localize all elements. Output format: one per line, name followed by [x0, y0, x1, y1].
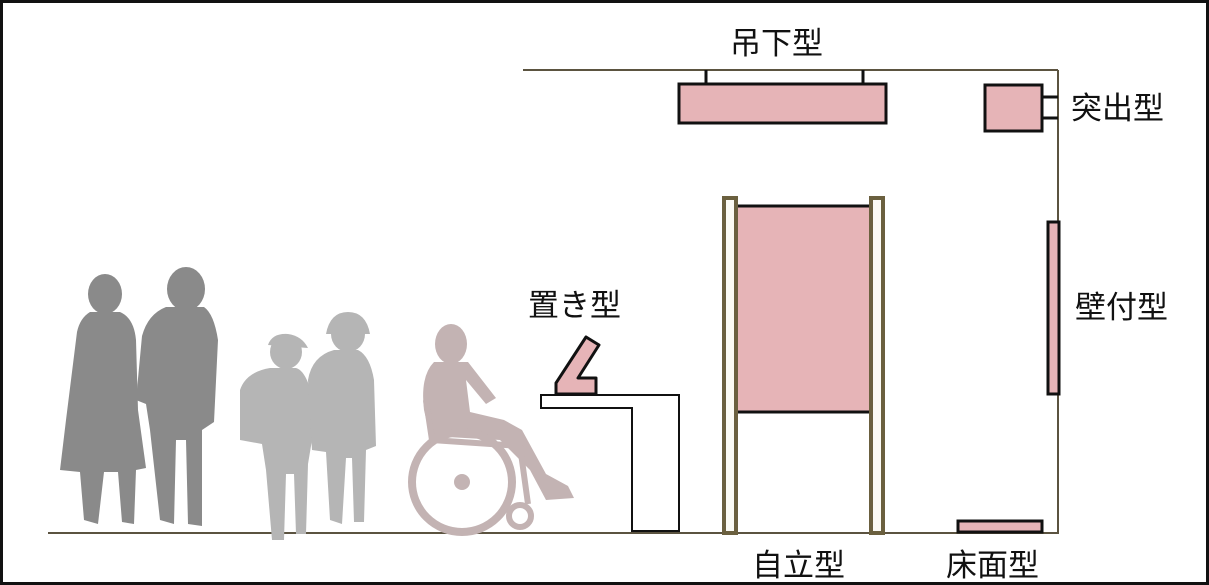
wheelchair-user-head — [435, 324, 467, 364]
wheelchair-user-icon — [408, 324, 574, 536]
hanging-sign-panel — [677, 82, 888, 125]
wheelchair-user-body — [423, 362, 574, 500]
label-ceiling-hanging: 吊下型 — [730, 26, 823, 62]
child-boy-cap — [268, 333, 308, 348]
child-girl-body — [308, 350, 376, 524]
projecting-sign-panel — [983, 83, 1044, 133]
label-floor: 床面型 — [946, 548, 1039, 584]
wheelchair-frame — [423, 399, 531, 505]
post-right — [869, 196, 885, 535]
post-left — [722, 196, 738, 535]
freestanding-sign-panel — [730, 204, 876, 414]
wheelchair-hub — [454, 474, 470, 490]
adult-woman-body — [60, 312, 146, 524]
projecting-sign — [983, 83, 1058, 133]
wheelchair-wheel — [408, 428, 516, 536]
floor-sign — [956, 519, 1044, 534]
label-projecting: 突出型 — [1071, 91, 1164, 127]
child-boy-body — [240, 368, 312, 540]
child-girl-hat — [326, 312, 370, 334]
tabletop-sign-stand — [554, 335, 601, 396]
child-pedestrians-icon — [240, 312, 376, 540]
label-wall-mounted: 壁付型 — [1075, 290, 1168, 326]
ceiling-hanging-sign — [677, 70, 888, 125]
counter — [540, 394, 680, 532]
adult-woman-head — [88, 274, 122, 314]
adult-pedestrians-icon — [60, 267, 218, 526]
label-freestanding: 自立型 — [752, 548, 845, 584]
wheelchair-caster — [506, 502, 534, 530]
wall-mounted-sign — [1046, 220, 1061, 396]
label-tabletop: 置き型 — [528, 288, 621, 324]
adult-man-body — [136, 307, 218, 526]
tabletop-sign — [540, 335, 680, 532]
freestanding-sign — [722, 196, 885, 535]
adult-man-head — [167, 267, 205, 311]
